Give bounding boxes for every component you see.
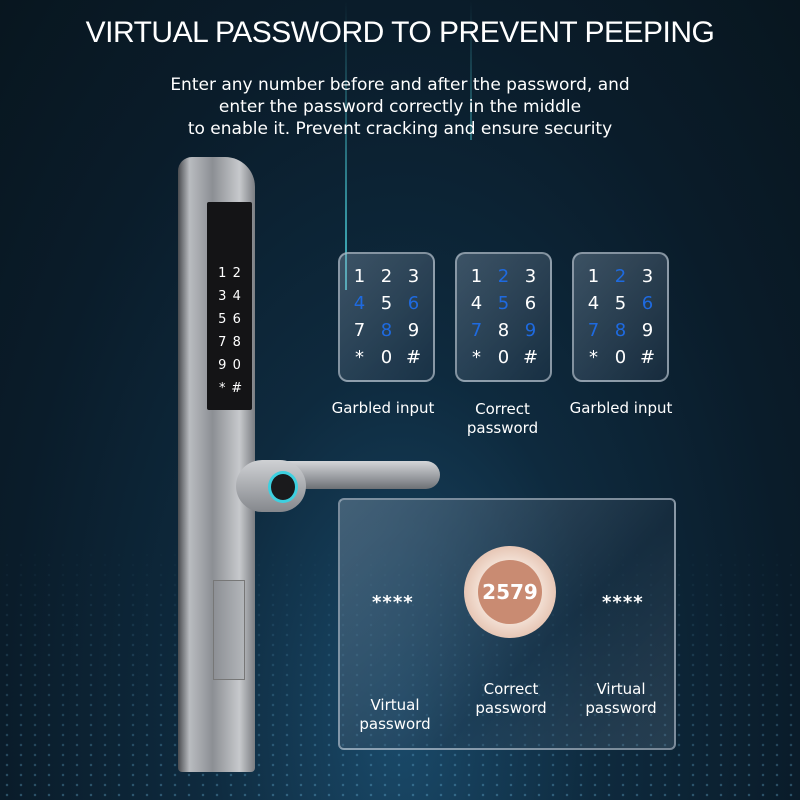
keypad-key: 7 <box>353 320 366 341</box>
keypad-key: 9 <box>407 320 420 341</box>
keypad-key: 2 <box>614 266 627 287</box>
subtitle-line: to enable it. Prevent cracking and ensur… <box>187 119 613 139</box>
keypad-key: # <box>405 347 422 368</box>
keypad-key: 2 <box>497 266 510 287</box>
keypad-key: 7 <box>587 320 600 341</box>
lock-key: 9 <box>218 358 227 373</box>
keypad-key: 1 <box>587 266 600 287</box>
keypad-key: # <box>639 347 656 368</box>
keypad-caption: Garbled input <box>569 399 673 417</box>
lock-key: 1 <box>218 266 227 281</box>
keypad-key: 4 <box>353 293 366 314</box>
keypad-key: 5 <box>497 293 510 314</box>
virtual-password-mask: **** <box>602 592 644 613</box>
correct-password-value: 2579 <box>478 560 542 624</box>
keypad-key: 4 <box>470 293 483 314</box>
lock-key: # <box>231 381 243 396</box>
keypad-key: * <box>355 347 364 368</box>
keypad-key: 1 <box>470 266 483 287</box>
keypad-key: 6 <box>524 293 537 314</box>
keypad-key: 6 <box>641 293 654 314</box>
keypad-key: 8 <box>497 320 510 341</box>
password-glass-panel: **** 2579 **** Virtual password Correct … <box>338 498 676 750</box>
keypad-key: 3 <box>407 266 420 287</box>
keypad-key: 0 <box>497 347 510 368</box>
lock-key: 0 <box>232 358 241 373</box>
keypad-key: 4 <box>587 293 600 314</box>
panel-label: Virtual password <box>359 696 431 733</box>
keypad-key: 7 <box>470 320 483 341</box>
lock-key: 6 <box>232 312 241 327</box>
keypad-key: 9 <box>524 320 537 341</box>
subtitle-line: enter the password correctly in the midd… <box>218 97 582 117</box>
lock-key: 7 <box>218 335 227 350</box>
keypad-key: 0 <box>380 347 393 368</box>
lock-key: 3 <box>218 289 227 304</box>
page-title: VIRTUAL PASSWORD TO PREVENT PEEPING <box>85 16 715 49</box>
keypad-key: 5 <box>614 293 627 314</box>
keypad-key: # <box>522 347 539 368</box>
keypad-key: 0 <box>614 347 627 368</box>
keypad-key: 9 <box>641 320 654 341</box>
fingerprint-sensor-icon <box>268 471 298 503</box>
keypad-caption: Garbled input <box>331 399 435 417</box>
panel-label: Correct password <box>475 680 547 717</box>
subtitle: Enter any number before and after the pa… <box>0 74 800 140</box>
keypad-key: 8 <box>614 320 627 341</box>
keypad-caption: Correct password <box>466 400 539 437</box>
keypad-key: 8 <box>380 320 393 341</box>
keypad-key: * <box>589 347 598 368</box>
lock-key: * <box>219 381 226 396</box>
lock-key: 4 <box>232 289 241 304</box>
keypad-key: 6 <box>407 293 420 314</box>
light-beam <box>345 0 347 290</box>
lock-key: 2 <box>232 266 241 281</box>
keypad-key: 2 <box>380 266 393 287</box>
keypad-key: 3 <box>524 266 537 287</box>
keypad-key: 1 <box>353 266 366 287</box>
virtual-password-mask: **** <box>372 592 414 613</box>
subtitle-line: Enter any number before and after the pa… <box>170 75 630 95</box>
keypad-key: 3 <box>641 266 654 287</box>
lock-plate <box>213 580 245 680</box>
password-circle: 2579 <box>464 546 556 638</box>
lock-key: 5 <box>218 312 227 327</box>
keypad-key: 5 <box>380 293 393 314</box>
panel-label: Virtual password <box>585 680 657 717</box>
dot-grid-background <box>0 540 800 800</box>
light-beam <box>470 0 472 140</box>
lock-key: 8 <box>232 335 241 350</box>
keypad-key: * <box>472 347 481 368</box>
